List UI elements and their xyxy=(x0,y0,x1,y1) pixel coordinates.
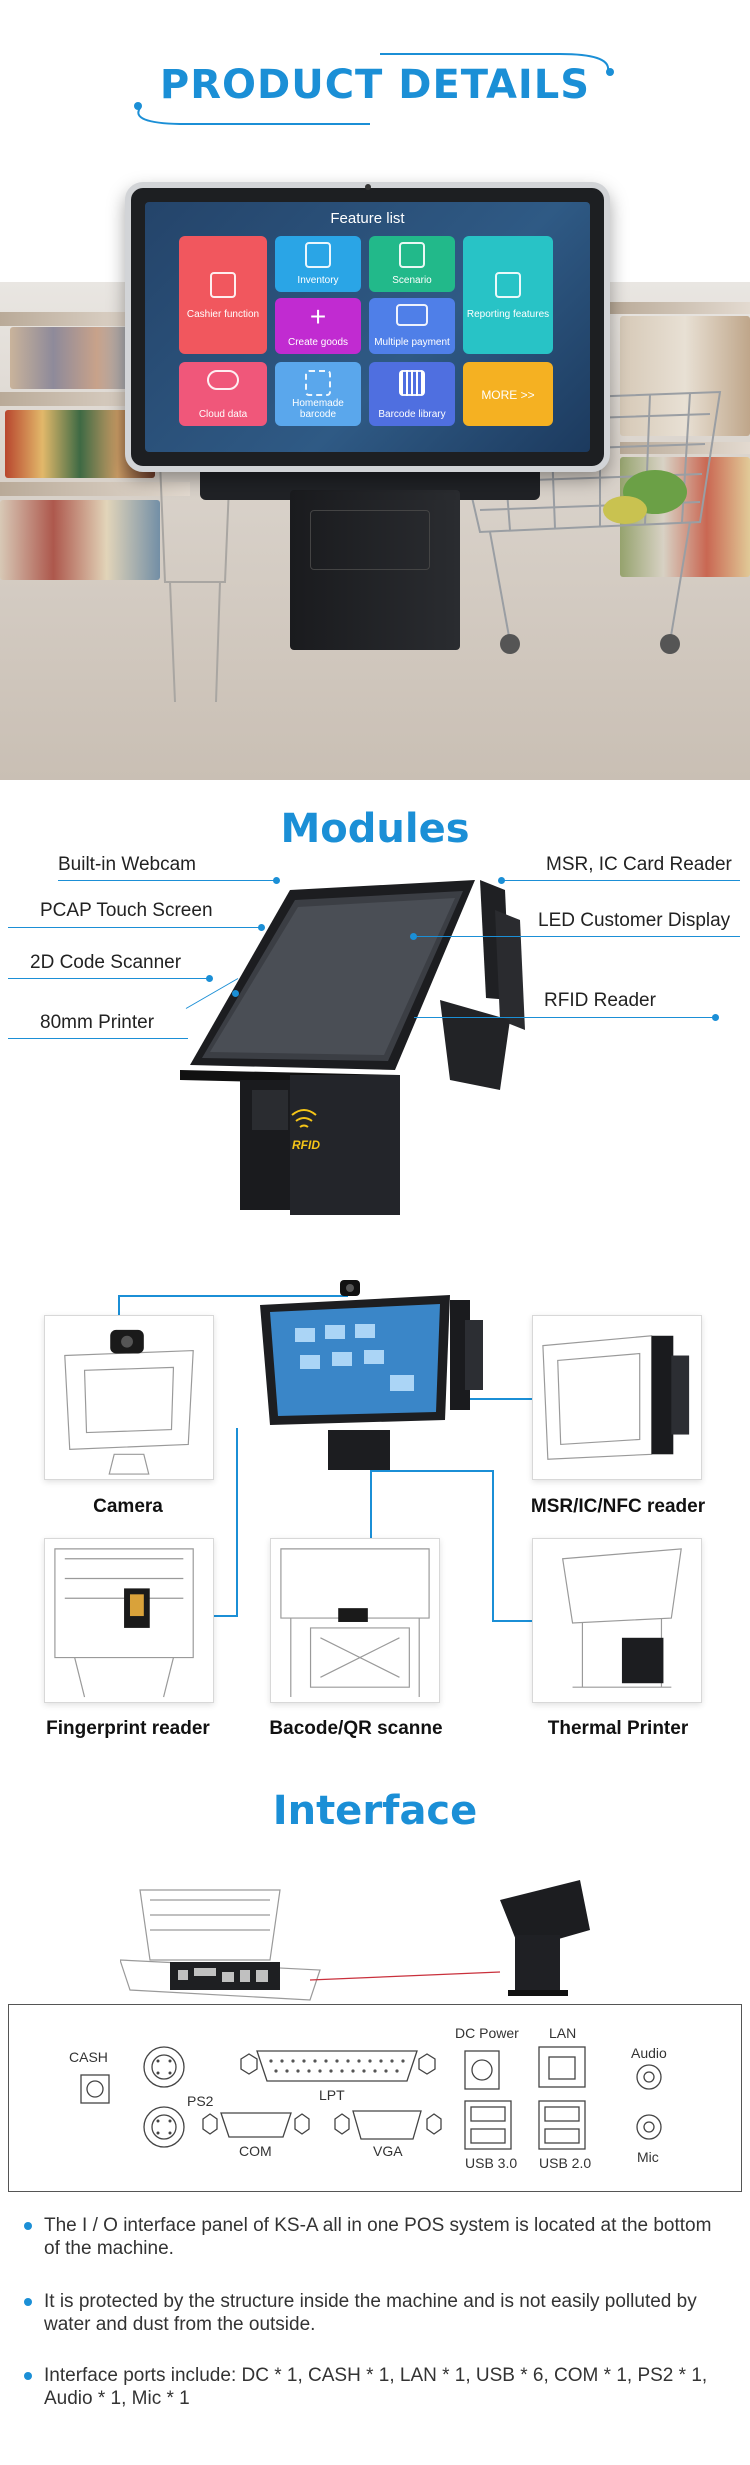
pos-device-illustration xyxy=(180,880,525,1215)
caption-fingerprint-reader: Fingerprint reader xyxy=(46,1718,210,1739)
barcode-scanner-line-drawing xyxy=(280,1548,430,1698)
fingerprint-line-drawing xyxy=(54,1548,194,1698)
thermal-printer-card xyxy=(532,1538,702,1703)
report-icon xyxy=(495,272,521,298)
tile-cashier-function[interactable]: Cashier function xyxy=(179,236,267,354)
rfid-icon xyxy=(291,1109,317,1128)
tile-multiple-payment[interactable]: Multiple payment xyxy=(369,298,455,354)
grid-shapes-icon xyxy=(399,242,425,268)
interface-title: Interface xyxy=(272,1788,478,1834)
card-icon xyxy=(396,304,428,326)
port-label-audio: Audio xyxy=(631,2045,667,2061)
tile-scenario[interactable]: Scenario xyxy=(369,236,455,292)
caption-barcode-qr-scanner: Bacode/QR scanne xyxy=(269,1718,443,1739)
caption-msr-ic-nfc-reader: MSR/IC/NFC reader xyxy=(530,1496,706,1517)
tile-reporting-features[interactable]: Reporting features xyxy=(463,236,553,354)
port-label-cash: CASH xyxy=(69,2049,108,2065)
callout-msr-ic-card-reader: MSR, IC Card Reader xyxy=(546,854,732,875)
port-label-dc-power: DC Power xyxy=(455,2025,519,2041)
caption-thermal-printer: Thermal Printer xyxy=(547,1718,689,1739)
pos-printer-base xyxy=(290,490,460,650)
callout-80mm-printer: 80mm Printer xyxy=(40,1012,155,1033)
camera-card xyxy=(44,1315,214,1480)
port-label-ps2: PS2 xyxy=(187,2093,214,2109)
modules-title: Modules xyxy=(280,806,470,852)
port-label-usb2: USB 2.0 xyxy=(539,2155,592,2171)
scan-frame-icon xyxy=(305,370,331,396)
msr-card xyxy=(532,1315,702,1480)
bullet-item: The I / O interface panel of KS-A all in… xyxy=(24,2214,724,2260)
pos-monitor: Feature list Cashier function Inventory … xyxy=(125,182,610,472)
optional-modules-section: Camera MSR/IC/NFC reader Fingerprint rea… xyxy=(0,1260,750,1760)
port-label-vga: VGA xyxy=(373,2143,403,2159)
interface-section: Interface xyxy=(0,1760,750,2465)
tile-inventory[interactable]: Inventory xyxy=(275,236,361,292)
bullet-dot xyxy=(24,2298,32,2306)
printer-cover xyxy=(310,510,430,570)
cash-register-icon xyxy=(210,272,236,298)
screen-title: Feature list xyxy=(330,210,405,227)
caption-camera: Camera xyxy=(93,1496,163,1517)
title-swoosh-decoration xyxy=(134,53,614,125)
box-icon xyxy=(305,242,331,268)
thermal-printer-line-drawing xyxy=(561,1548,682,1688)
bullet-dot xyxy=(24,2372,32,2380)
port-label-usb3: USB 3.0 xyxy=(465,2155,518,2171)
callout-rfid-reader: RFID Reader xyxy=(544,990,656,1011)
product-details-section: PRODUCT DETAILS xyxy=(0,0,750,780)
io-panel-diagram: CASH PS2 LPT COM VGA DC Power LAN USB 3.… xyxy=(8,2004,742,2192)
rfid-label: RFID xyxy=(292,1138,320,1152)
plus-icon: + xyxy=(309,301,327,332)
pos-device-center-image xyxy=(260,1280,483,1470)
barcode-scanner-card xyxy=(270,1538,440,1703)
tile-cloud-data[interactable]: Cloud data xyxy=(179,362,267,426)
bullet-dot xyxy=(24,2222,32,2230)
modules-section: Modules RFID Built-in Webcam PCAP Touch … xyxy=(0,780,750,1260)
cloud-icon xyxy=(207,370,239,390)
callout-led-customer-display: LED Customer Display xyxy=(538,910,731,931)
page-title: PRODUCT DETAILS xyxy=(159,62,591,108)
port-label-lan: LAN xyxy=(549,2025,577,2041)
callout-pcap-touch-screen: PCAP Touch Screen xyxy=(40,900,213,921)
camera-line-drawing xyxy=(64,1329,194,1475)
fingerprint-card xyxy=(44,1538,214,1703)
interface-device-images xyxy=(120,1880,590,2001)
bullet-item: Interface ports include: DC * 1, CASH * … xyxy=(24,2364,724,2410)
bullet-item: It is protected by the structure inside … xyxy=(24,2290,724,2336)
port-label-mic: Mic xyxy=(637,2149,659,2165)
msr-line-drawing xyxy=(542,1335,690,1460)
callout-built-in-webcam: Built-in Webcam xyxy=(58,854,196,875)
port-label-lpt: LPT xyxy=(319,2087,345,2103)
io-ports-drawing xyxy=(80,2046,662,2150)
webcam-icon xyxy=(364,184,371,190)
callout-2d-code-scanner: 2D Code Scanner xyxy=(30,952,182,973)
port-label-com: COM xyxy=(239,2143,272,2159)
tile-more[interactable]: MORE >> xyxy=(463,362,553,426)
tile-barcode-library[interactable]: Barcode library xyxy=(369,362,455,426)
tile-create-goods[interactable]: + Create goods xyxy=(275,298,361,354)
barcode-icon xyxy=(399,370,425,396)
pos-screen: Feature list Cashier function Inventory … xyxy=(145,202,590,452)
tile-homemade-barcode[interactable]: Homemade barcode xyxy=(275,362,361,426)
